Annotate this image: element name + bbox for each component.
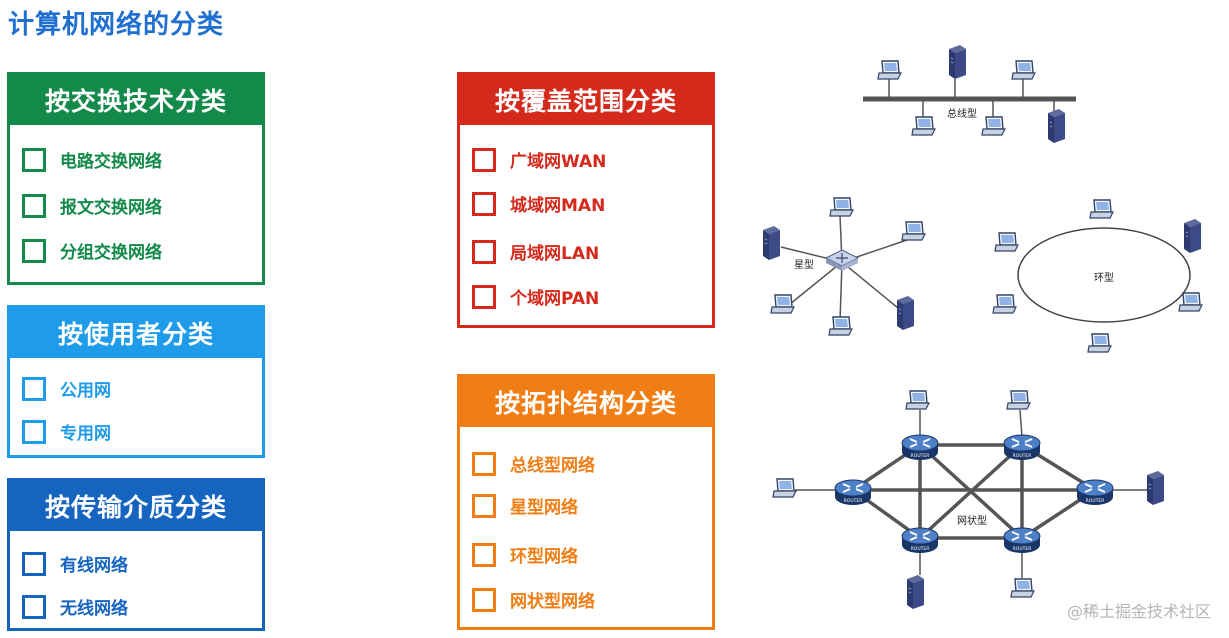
item-label: 电路交换网络: [60, 152, 162, 172]
checkbox[interactable]: [472, 493, 496, 518]
item-wired-network[interactable]: 有线网络: [22, 551, 128, 576]
item-label: 公用网: [60, 381, 111, 401]
checkbox[interactable]: [22, 551, 46, 576]
star-topology-diagram: 星型: [762, 197, 926, 336]
panel-medium-title: 按传输介质分类: [10, 481, 262, 531]
item-label: 星型网络: [510, 498, 578, 518]
checkbox[interactable]: [472, 587, 496, 612]
bus-topology-diagram: 总线型: [863, 44, 1076, 144]
panel-medium: 按传输介质分类 有线网络 无线网络: [7, 478, 265, 631]
panel-topology-title: 按拓扑结构分类: [460, 377, 712, 427]
mesh-topology-diagram: ROUTER ROUTER ROUTER ROUTER ROUTER ROUTE…: [772, 390, 1165, 610]
item-label: 网状型网络: [510, 592, 595, 612]
checkbox[interactable]: [472, 191, 496, 216]
item-label: 分组交换网络: [60, 243, 162, 263]
checkbox[interactable]: [22, 594, 46, 619]
router-label: ROUTER: [844, 498, 863, 504]
checkbox[interactable]: [22, 376, 46, 401]
item-bus-network[interactable]: 总线型网络: [472, 451, 595, 476]
star-diagram-label: 星型: [794, 258, 814, 271]
item-label: 有线网络: [60, 556, 128, 576]
checkbox[interactable]: [22, 419, 46, 444]
item-star-network[interactable]: 星型网络: [472, 493, 578, 518]
bus-diagram-label: 总线型: [947, 107, 977, 120]
panel-coverage-title: 按覆盖范围分类: [460, 75, 712, 125]
item-man[interactable]: 城域网MAN: [472, 191, 605, 216]
item-circuit-switching[interactable]: 电路交换网络: [22, 147, 162, 172]
item-ring-network[interactable]: 环型网络: [472, 542, 578, 567]
page-title: 计算机网络的分类: [8, 10, 225, 40]
checkbox[interactable]: [22, 193, 46, 218]
item-private-network[interactable]: 专用网: [22, 419, 111, 444]
item-label: 城域网MAN: [510, 196, 606, 216]
panel-switching-title: 按交换技术分类: [10, 75, 262, 125]
checkbox[interactable]: [472, 147, 496, 172]
item-label: 专用网: [60, 424, 111, 444]
router-label: ROUTER: [1013, 546, 1032, 552]
ring-diagram-label: 环型: [1094, 271, 1114, 284]
item-label: 个域网PAN: [510, 289, 600, 309]
item-message-switching[interactable]: 报文交换网络: [22, 193, 162, 218]
router-label: ROUTER: [911, 453, 930, 459]
watermark: @稀土掘金技术社区: [1066, 602, 1211, 621]
item-label: 总线型网络: [510, 456, 595, 476]
checkbox[interactable]: [22, 238, 46, 263]
checkbox[interactable]: [472, 542, 496, 567]
item-label: 广域网WAN: [510, 152, 607, 172]
item-label: 局域网LAN: [510, 244, 600, 264]
router-label: ROUTER: [911, 546, 930, 552]
item-label: 无线网络: [60, 599, 128, 619]
checkbox[interactable]: [472, 239, 496, 264]
item-packet-switching[interactable]: 分组交换网络: [22, 238, 162, 263]
ring-topology-diagram: 环型: [992, 199, 1203, 353]
item-label: 报文交换网络: [60, 198, 162, 218]
item-lan[interactable]: 局域网LAN: [472, 239, 599, 264]
panel-switching: 按交换技术分类 电路交换网络 报文交换网络 分组交换网络: [7, 72, 265, 285]
item-pan[interactable]: 个域网PAN: [472, 284, 599, 309]
item-public-network[interactable]: 公用网: [22, 376, 111, 401]
item-wireless-network[interactable]: 无线网络: [22, 594, 128, 619]
item-label: 环型网络: [510, 547, 578, 567]
item-wan[interactable]: 广域网WAN: [472, 147, 606, 172]
checkbox[interactable]: [472, 451, 496, 476]
router-label: ROUTER: [1086, 498, 1105, 504]
checkbox[interactable]: [22, 147, 46, 172]
panel-users: 按使用者分类 公用网 专用网: [7, 305, 265, 458]
panel-topology: 按拓扑结构分类 总线型网络 星型网络 环型网络 网状型网络: [457, 374, 715, 630]
item-mesh-network[interactable]: 网状型网络: [472, 587, 595, 612]
checkbox[interactable]: [472, 284, 496, 309]
panel-users-title: 按使用者分类: [10, 308, 262, 358]
panel-coverage: 按覆盖范围分类 广域网WAN 城域网MAN 局域网LAN 个域网PAN: [457, 72, 715, 328]
router-label: ROUTER: [1013, 453, 1032, 459]
mesh-diagram-label: 网状型: [957, 514, 987, 527]
